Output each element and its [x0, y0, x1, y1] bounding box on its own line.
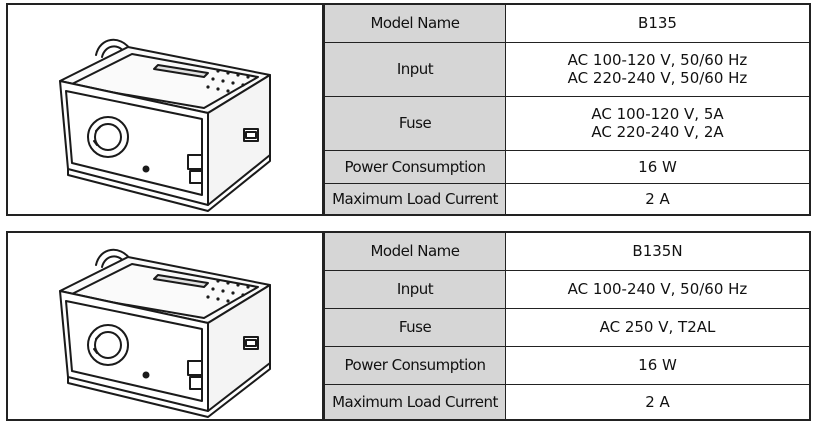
row-value: B135: [505, 5, 809, 43]
table-row: Input AC 100-240 V, 50/60 Hz: [324, 269, 809, 309]
table-row: Power Consumption 16 W: [324, 149, 809, 184]
row-value: B135N: [505, 233, 809, 271]
row-label: Model Name: [324, 5, 506, 43]
row-label: Fuse: [324, 307, 506, 347]
device-illustration: [59, 39, 271, 212]
row-value: 16 W: [505, 149, 809, 184]
row-label: Power Consumption: [324, 345, 506, 385]
table-row: Power Consumption 16 W: [324, 345, 809, 385]
spec-table: Model Name B135N Input AC 100-240 V, 50/…: [324, 233, 809, 419]
row-value: 2 A: [505, 383, 809, 419]
spec-block-b135: Model Name B135 Input AC 100-120 V, 50/6…: [6, 3, 811, 216]
row-value: AC 100-240 V, 50/60 Hz: [505, 269, 809, 309]
row-value: AC 250 V, T2AL: [505, 307, 809, 347]
table-row: Maximum Load Current 2 A: [324, 383, 809, 419]
row-label: Input: [324, 41, 506, 97]
row-label: Maximum Load Current: [324, 383, 506, 419]
device-illustration: [59, 249, 271, 418]
row-label: Power Consumption: [324, 149, 506, 184]
row-label: Maximum Load Current: [324, 182, 506, 214]
product-image-cell: [8, 5, 324, 214]
table-row: Model Name B135: [324, 5, 809, 43]
spec-table: Model Name B135 Input AC 100-120 V, 50/6…: [324, 5, 809, 214]
table-row: Model Name B135N: [324, 233, 809, 271]
row-label: Model Name: [324, 233, 506, 271]
row-label: Fuse: [324, 95, 506, 151]
row-value: 2 A: [505, 182, 809, 214]
product-image-cell: [8, 233, 324, 419]
spec-block-b135n: Model Name B135N Input AC 100-240 V, 50/…: [6, 231, 811, 421]
table-row: Maximum Load Current 2 A: [324, 182, 809, 214]
table-row: Fuse AC 250 V, T2AL: [324, 307, 809, 347]
row-value: 16 W: [505, 345, 809, 385]
row-label: Input: [324, 269, 506, 309]
